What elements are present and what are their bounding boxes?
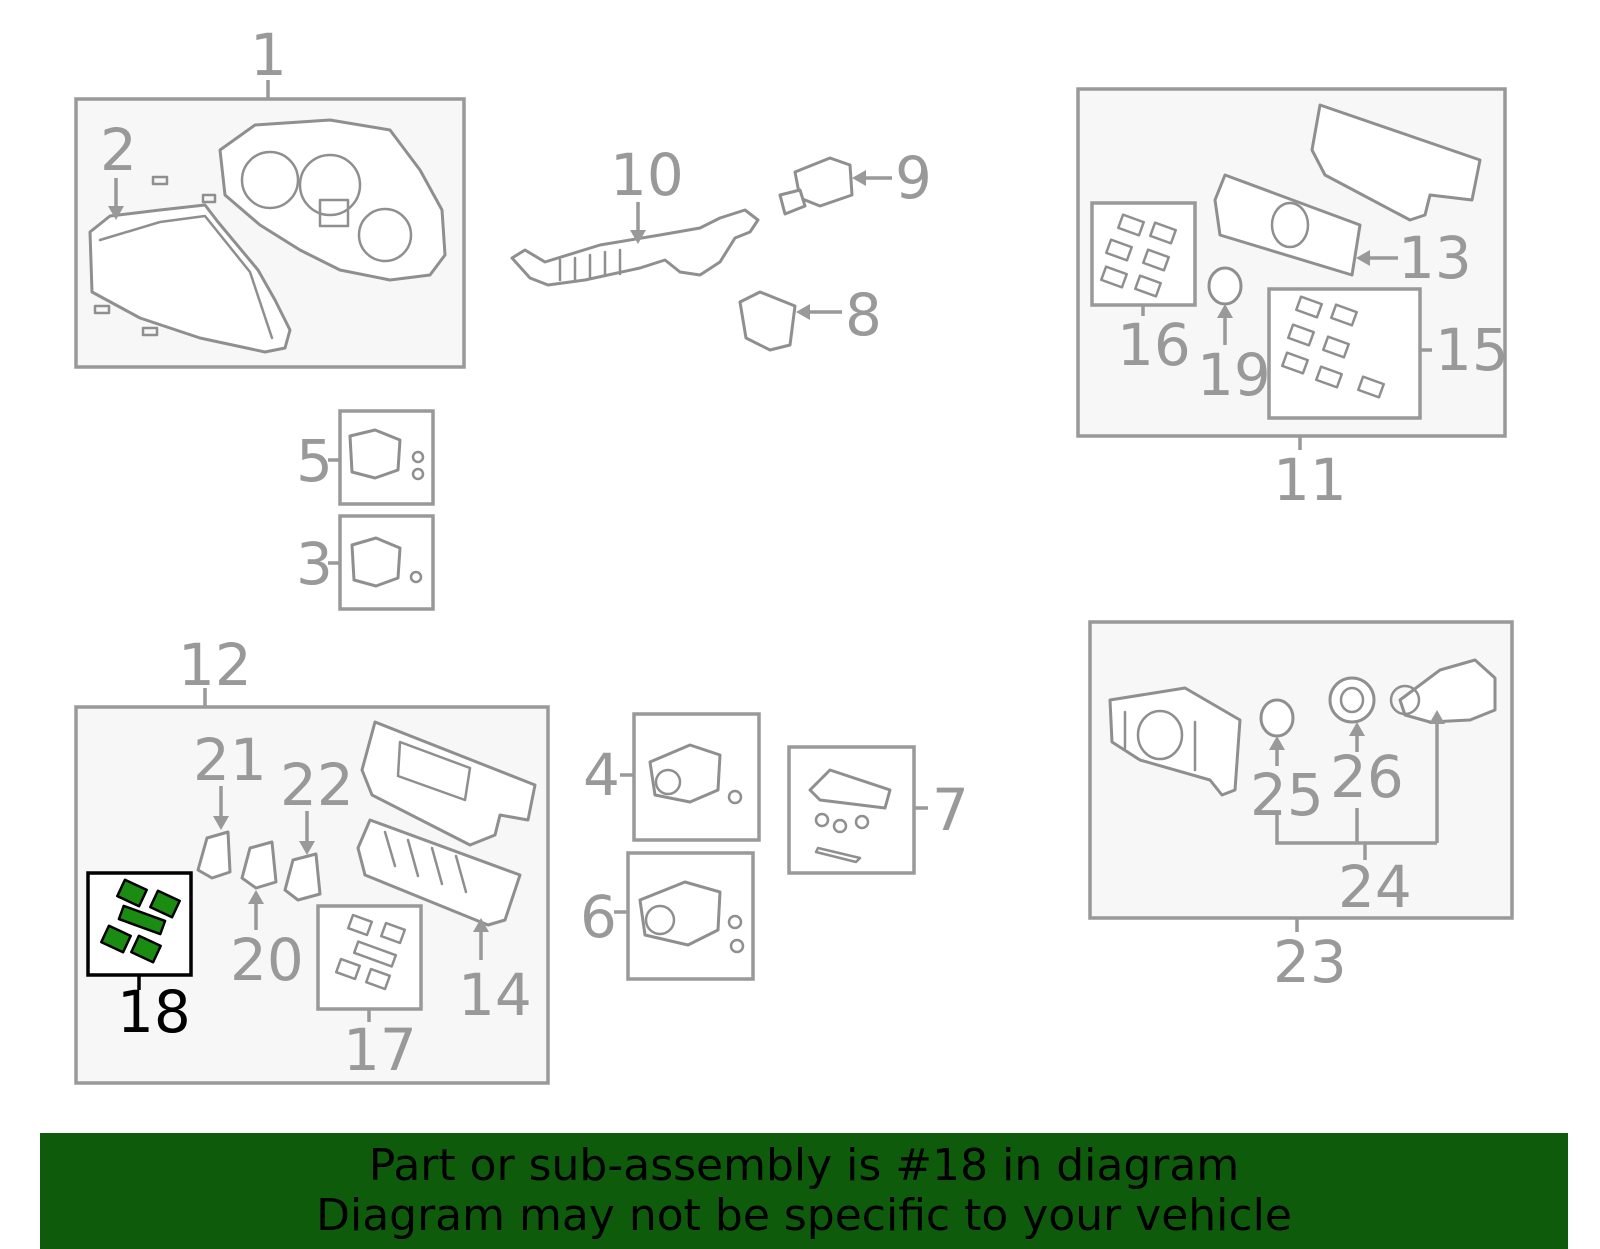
part-18-highlighted[interactable]: [86, 871, 193, 990]
group-12-lower-panel[interactable]: [74, 688, 550, 1085]
group-23-control-unit[interactable]: [1088, 620, 1514, 932]
callout-12: 12: [178, 631, 252, 699]
callout-7: 7: [932, 776, 969, 844]
callout-10: 10: [610, 141, 684, 209]
callout-8: 8: [845, 281, 882, 349]
callout-9: 9: [895, 144, 932, 212]
callout-22: 22: [280, 751, 354, 819]
part-9-sensor[interactable]: [778, 156, 892, 216]
info-banner: Part or sub-assembly is #18 in diagram D…: [40, 1133, 1568, 1249]
callout-21: 21: [193, 726, 267, 794]
callout-18: 18: [117, 978, 191, 1046]
callout-15: 15: [1435, 316, 1509, 384]
callout-13: 13: [1398, 224, 1472, 292]
part-5-switch[interactable]: [328, 409, 435, 506]
callout-3: 3: [296, 530, 333, 598]
callout-11: 11: [1273, 446, 1347, 514]
callout-20: 20: [230, 926, 304, 994]
callout-23: 23: [1273, 928, 1347, 996]
callout-24: 24: [1338, 853, 1412, 921]
group-1-instrument-cluster[interactable]: [74, 80, 466, 369]
callout-14: 14: [458, 961, 532, 1029]
group-11-control-panel[interactable]: [1076, 87, 1507, 450]
callout-19: 19: [1197, 341, 1271, 409]
part-8-clip[interactable]: [738, 290, 842, 352]
part-3-switch[interactable]: [328, 514, 435, 611]
part-6-switch[interactable]: [614, 851, 755, 981]
callout-16: 16: [1117, 311, 1191, 379]
part-7-switch[interactable]: [787, 745, 928, 875]
callout-1: 1: [250, 21, 287, 89]
part-10-duct[interactable]: [510, 202, 760, 287]
callout-5: 5: [296, 427, 333, 495]
part-4-switch[interactable]: [620, 712, 761, 842]
callout-6: 6: [580, 883, 617, 951]
banner-line-disclaimer: Diagram may not be specific to your vehi…: [316, 1190, 1292, 1241]
callout-26: 26: [1330, 743, 1404, 811]
callout-2: 2: [100, 116, 137, 184]
callout-17: 17: [343, 1016, 417, 1084]
callout-4: 4: [583, 741, 620, 809]
callout-25: 25: [1250, 761, 1324, 829]
banner-line-part: Part or sub-assembly is #18 in diagram: [368, 1140, 1240, 1191]
